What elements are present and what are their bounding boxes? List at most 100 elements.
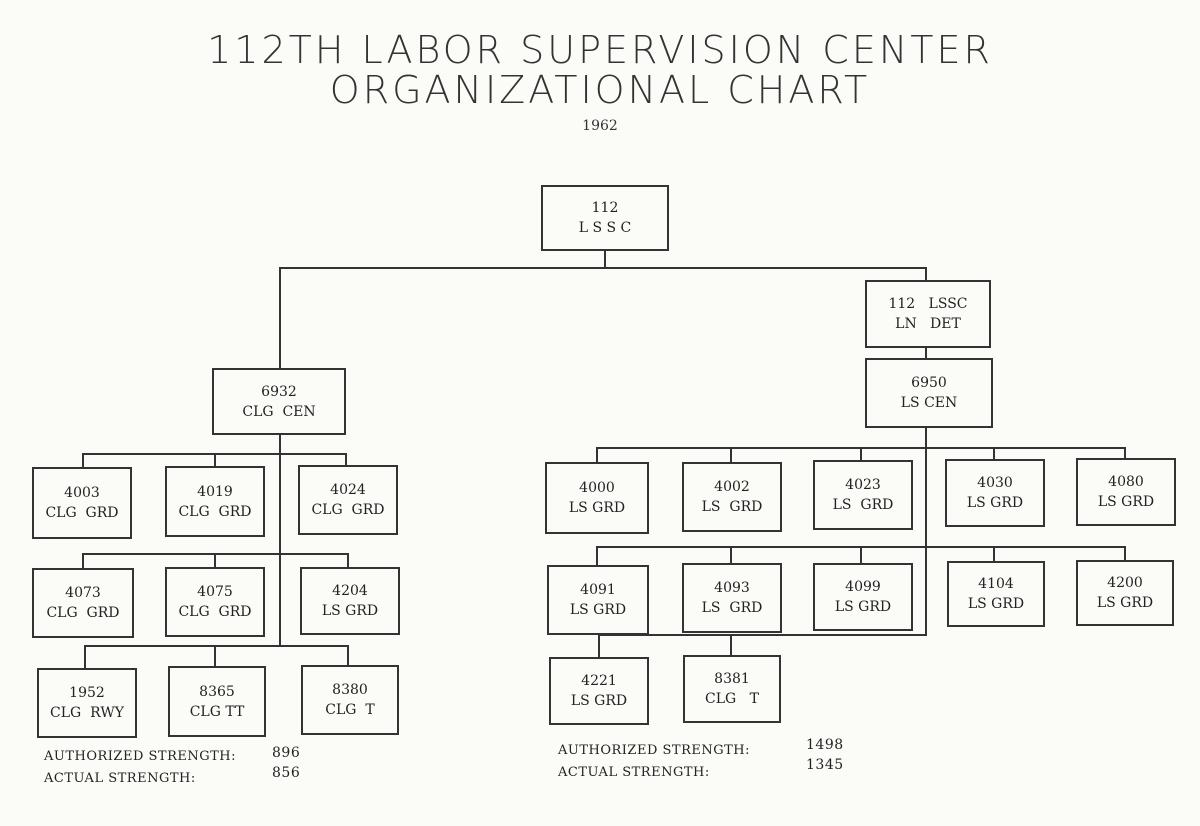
unit-number: 112 LSSC	[888, 296, 968, 312]
connector-line	[993, 546, 995, 562]
connector-line	[279, 434, 281, 646]
unit-number: 6950	[911, 375, 947, 391]
chart-subtitle: ORGANIZATIONAL CHART	[329, 68, 871, 112]
connector-line	[925, 427, 927, 635]
unit-type: LS GRD	[834, 599, 892, 615]
unit-box-6950: 6950 LS CEN	[865, 358, 993, 428]
chart-year: 1962	[582, 118, 618, 134]
unit-number: 112	[591, 200, 619, 216]
chart-title: 112TH LABOR SUPERVISION CENTER	[207, 28, 993, 72]
connector-line	[730, 546, 732, 564]
connector-line	[860, 546, 862, 564]
unit-box-4091: 4091 LS GRD	[547, 565, 649, 635]
connector-line	[1124, 546, 1126, 561]
unit-type: CLG T	[705, 691, 759, 707]
connector-line	[925, 267, 927, 281]
unit-type: LS GRD	[568, 500, 626, 516]
unit-number: 4221	[581, 673, 617, 689]
connector-line	[347, 553, 349, 568]
unit-box-4080: 4080 LS GRD	[1076, 458, 1176, 526]
connector-line	[598, 634, 927, 636]
actual-strength-label: ACTUAL STRENGTH:	[44, 771, 196, 786]
unit-type: LS GRD	[1097, 494, 1155, 510]
unit-type: LS GRD	[701, 600, 763, 616]
connector-line	[730, 447, 732, 463]
connector-line	[214, 453, 216, 467]
unit-box-4075: 4075 CLG GRD	[165, 567, 265, 637]
unit-box-8380: 8380 CLG T	[301, 665, 399, 735]
unit-number: 4002	[714, 479, 750, 495]
unit-number: 4075	[197, 584, 233, 600]
unit-box-4024: 4024 CLG GRD	[298, 465, 398, 535]
unit-box-4099: 4099 LS GRD	[813, 563, 913, 631]
unit-box-4204: 4204 LS GRD	[300, 567, 400, 635]
unit-type: CLG TT	[189, 703, 245, 720]
unit-box-8365: 8365 CLG TT	[168, 666, 266, 737]
unit-box-4104: 4104 LS GRD	[947, 561, 1045, 627]
connector-line	[82, 553, 84, 569]
unit-box-4093: 4093 LS GRD	[682, 563, 782, 633]
unit-box-1952: 1952 CLG RWY	[37, 668, 137, 738]
unit-type: LS GRD	[967, 596, 1025, 612]
connector-line	[279, 267, 281, 370]
unit-box-6932: 6932 CLG CEN	[212, 368, 346, 435]
authorized-strength-value: 1498	[806, 737, 844, 753]
unit-type: LS GRD	[1096, 595, 1154, 611]
unit-number: 4204	[332, 583, 368, 599]
connector-line	[1124, 447, 1126, 459]
connector-line	[214, 645, 216, 667]
connector-line	[214, 553, 216, 568]
unit-type: CLG GRD	[178, 503, 252, 520]
unit-box-4000: 4000 LS GRD	[545, 462, 649, 534]
strength-summary-right: AUTHORIZED STRENGTH: 1498 ACTUAL STRENGT…	[558, 736, 878, 786]
authorized-strength-value: 896	[272, 745, 301, 761]
unit-type: CLG CEN	[242, 403, 316, 420]
unit-type: CLG GRD	[178, 604, 252, 620]
connector-line	[993, 447, 995, 460]
unit-type: LS CEN	[900, 395, 958, 411]
unit-number: 4019	[197, 483, 233, 500]
unit-number: 4000	[579, 480, 615, 496]
connector-line	[596, 546, 598, 566]
connector-line	[860, 447, 862, 461]
unit-number: 8381	[714, 671, 750, 687]
unit-type: LS GRD	[321, 603, 379, 619]
unit-number: 8380	[332, 682, 368, 698]
unit-box-112-lssc: 112 L S S C	[541, 185, 669, 251]
unit-number: 4099	[845, 579, 881, 595]
actual-strength-value: 1345	[806, 757, 844, 773]
unit-number: 4080	[1108, 474, 1144, 490]
connector-line	[596, 447, 598, 463]
connector-line	[347, 645, 349, 666]
unit-number: 4073	[65, 585, 101, 601]
unit-number: 4003	[64, 485, 100, 501]
actual-strength-value: 856	[272, 765, 301, 781]
unit-number: 4104	[978, 576, 1014, 592]
unit-box-112-lssc-ln-det: 112 LSSC LN DET	[865, 280, 991, 348]
connector-line	[730, 634, 732, 656]
unit-box-4002: 4002 LS GRD	[682, 462, 782, 532]
unit-type: CLG GRD	[45, 505, 119, 521]
connector-line	[345, 453, 347, 466]
unit-number: 4023	[845, 477, 881, 493]
connector-line	[84, 645, 86, 669]
unit-type: LS GRD	[570, 693, 628, 709]
unit-number: 4093	[714, 580, 750, 596]
unit-box-4019: 4019 CLG GRD	[165, 466, 265, 537]
authorized-strength-label: AUTHORIZED STRENGTH:	[558, 743, 751, 758]
unit-number: 4024	[330, 482, 366, 498]
unit-type: CLG GRD	[46, 605, 120, 621]
unit-number: 4200	[1107, 575, 1143, 591]
connector-line	[598, 634, 600, 658]
unit-box-4023: 4023 LS GRD	[813, 460, 913, 530]
unit-box-4200: 4200 LS GRD	[1076, 560, 1174, 626]
unit-type: CLG T	[325, 702, 375, 718]
connector-line	[82, 453, 84, 468]
authorized-strength-label: AUTHORIZED STRENGTH:	[44, 749, 237, 764]
unit-type: LS GRD	[832, 497, 894, 513]
unit-type: L S S C	[578, 220, 632, 236]
connector-line	[84, 645, 348, 647]
unit-type: LN DET	[895, 316, 961, 332]
unit-box-4221: 4221 LS GRD	[549, 657, 649, 725]
unit-type: CLG GRD	[311, 502, 385, 518]
